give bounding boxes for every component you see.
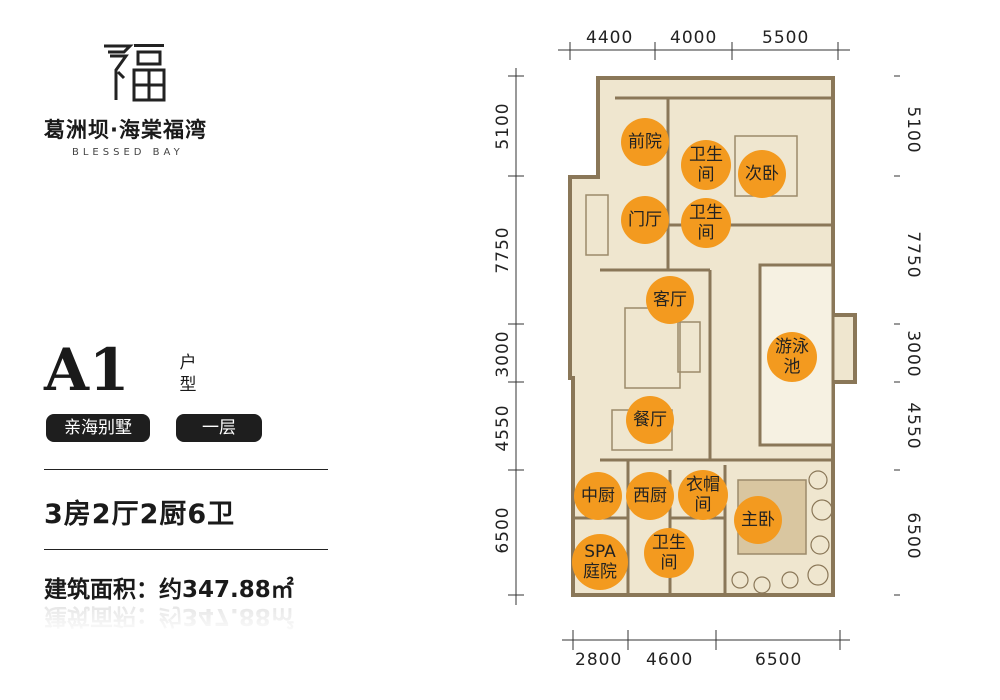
divider <box>44 549 328 550</box>
dim-left-4: 4550 <box>493 404 513 452</box>
dim-top-1: 4400 <box>586 28 634 48</box>
floor-plan <box>508 42 900 650</box>
dim-left-3: 3000 <box>493 330 513 378</box>
room-marker-bathroom-1: 卫生间 <box>681 140 731 190</box>
dim-right-5: 6500 <box>903 512 923 560</box>
dim-right-1: 5100 <box>903 106 923 154</box>
floor-badge: 一层 <box>176 414 262 442</box>
dim-left-2: 7750 <box>493 226 513 274</box>
room-marker-pool: 游泳池 <box>767 332 817 382</box>
room-marker-dining-room: 餐厅 <box>626 396 674 444</box>
dim-left-1: 5100 <box>493 102 513 150</box>
room-count: 3房2厅2厨6卫 <box>44 499 236 530</box>
dim-right-4: 4550 <box>903 402 923 450</box>
room-marker-front-yard: 前院 <box>621 118 669 166</box>
brand-name: 葛洲坝·海棠福湾 <box>44 118 207 142</box>
room-marker-bathroom-3: 卫生间 <box>644 528 694 578</box>
dim-left-5: 6500 <box>493 506 513 554</box>
dim-right-3: 3000 <box>903 330 923 378</box>
unit-code: A1 <box>44 336 130 404</box>
floor-area-reflection: 建筑面积：约347.88㎡ <box>44 603 294 629</box>
dim-bottom-2: 4600 <box>646 650 694 670</box>
room-marker-second-bedroom: 次卧 <box>738 150 786 198</box>
room-marker-western-kitchen: 西厨 <box>626 472 674 520</box>
fu-logo-icon <box>104 44 166 102</box>
room-marker-cloakroom: 衣帽间 <box>678 470 728 520</box>
dim-bottom-1: 2800 <box>575 650 623 670</box>
villa-type-badge: 亲海别墅 <box>46 414 150 442</box>
dimension-lines <box>508 42 900 650</box>
dim-top-2: 4000 <box>670 28 718 48</box>
unit-suffix: 户型 <box>179 353 197 395</box>
dim-bottom-3: 6500 <box>755 650 803 670</box>
room-marker-spa-courtyard: SPA庭院 <box>572 534 628 590</box>
dim-top-3: 5500 <box>762 28 810 48</box>
room-marker-chinese-kitchen: 中厨 <box>574 472 622 520</box>
room-marker-master-bedroom: 主卧 <box>734 496 782 544</box>
floor-area: 建筑面积：约347.88㎡ <box>44 577 294 603</box>
brand-name-en: BLESSED BAY <box>72 147 184 158</box>
room-marker-living-room: 客厅 <box>646 276 694 324</box>
divider <box>44 469 328 470</box>
room-marker-foyer: 门厅 <box>621 196 669 244</box>
room-marker-bathroom-2: 卫生间 <box>681 198 731 248</box>
dim-right-2: 7750 <box>903 231 923 279</box>
